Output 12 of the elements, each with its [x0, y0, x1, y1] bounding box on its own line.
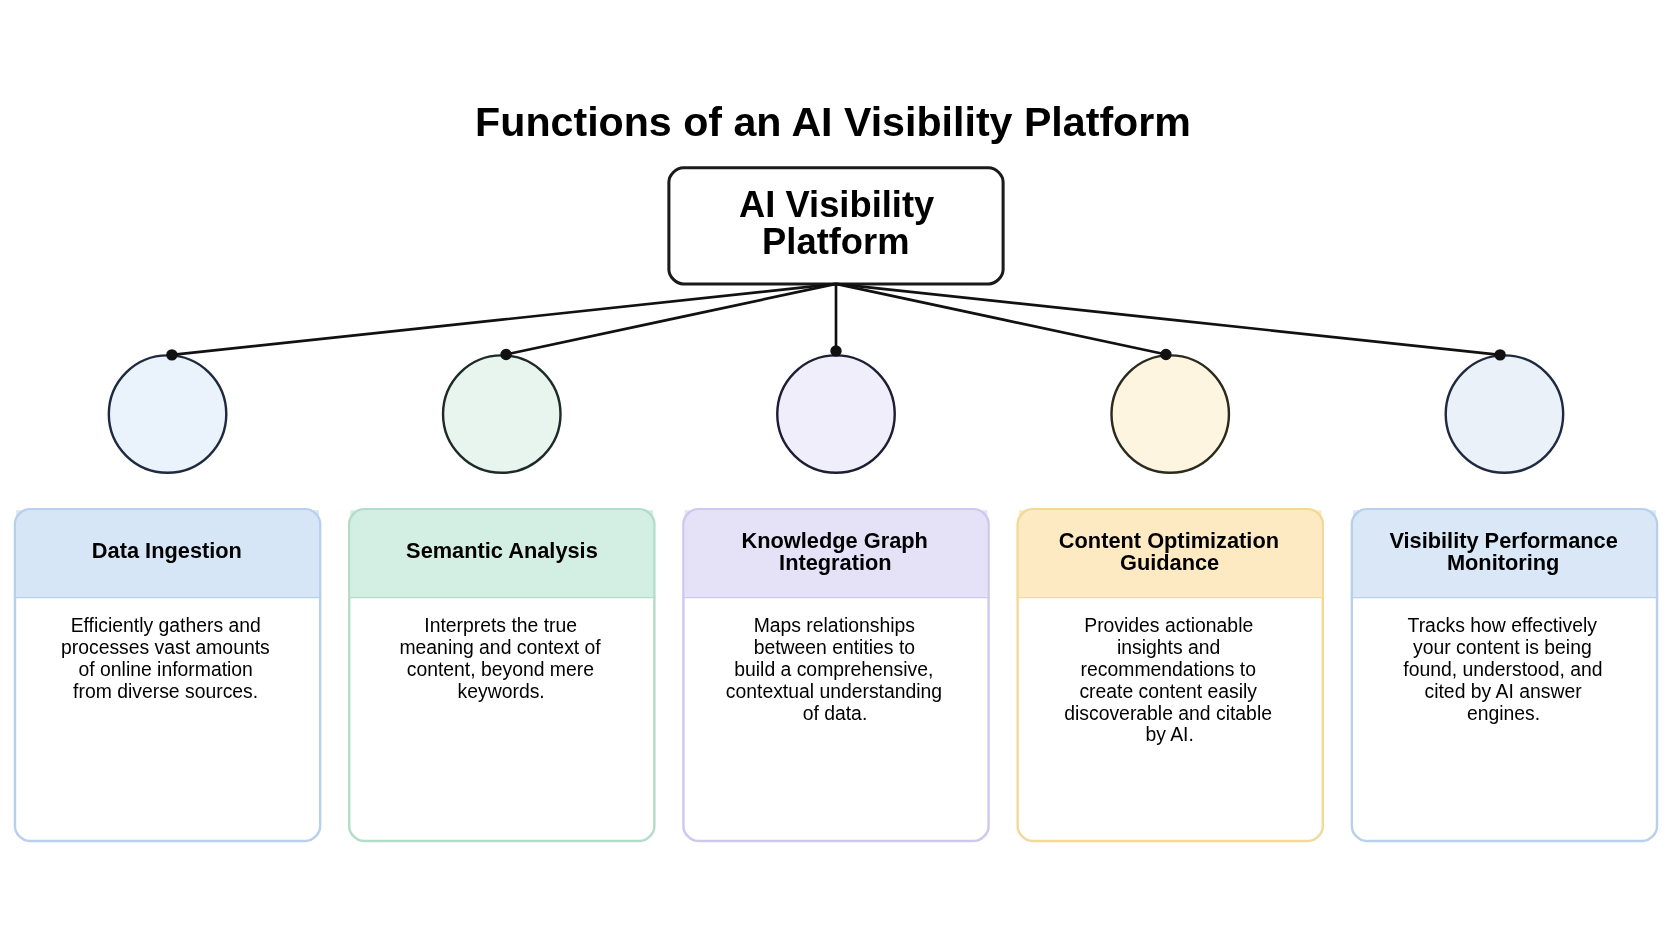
node-circle [441, 353, 562, 474]
diagram-title: Functions of an AI Visibility Platform [475, 98, 1191, 145]
node-circle [776, 353, 896, 474]
connector [835, 282, 1172, 360]
connector [835, 282, 1506, 361]
connector [166, 282, 837, 361]
node-circle [1444, 353, 1565, 474]
node-circle [107, 353, 228, 474]
connector [500, 282, 837, 360]
connector [830, 283, 842, 357]
node-circle [1110, 353, 1231, 474]
node-box: AI Visibility Platform [667, 165, 1005, 285]
